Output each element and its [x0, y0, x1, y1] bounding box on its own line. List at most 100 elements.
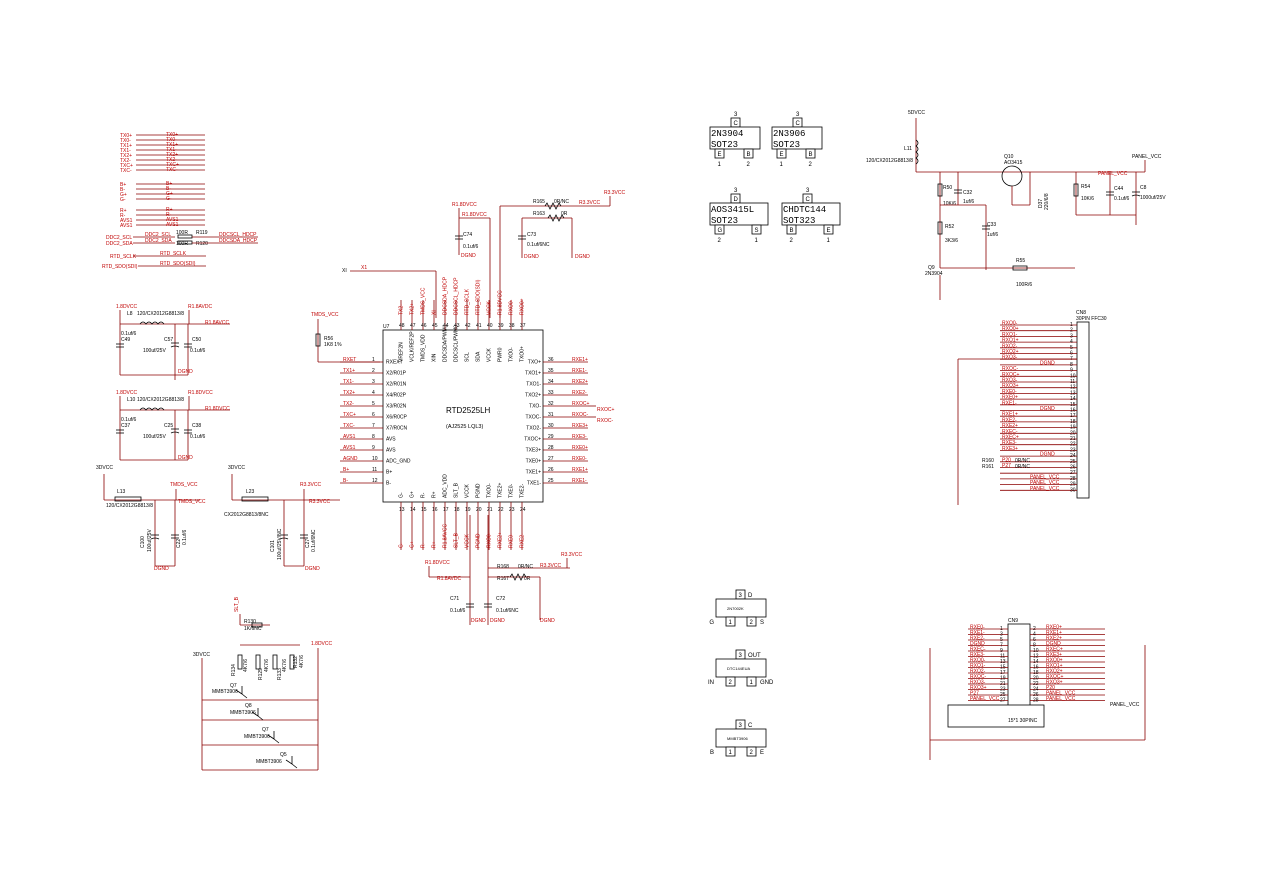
spkg-n2: 2	[750, 750, 754, 756]
ic-right-pin-net: RXE1+	[572, 357, 588, 363]
f4-out2: R3.3VCC	[309, 499, 331, 505]
cn9-right-net: RXE3+	[1046, 652, 1062, 658]
cn8-pin-net: RXOC-	[1002, 366, 1018, 372]
ic-left-pin-name: B+	[386, 470, 392, 476]
ddc-block: DDC2_SCL DDC2_SDA DDC2_SCL DDC2_SDA 100R…	[102, 230, 258, 270]
pp-q9: Q9	[928, 265, 935, 271]
ic-bottom-pin-name: TXE0-	[509, 483, 515, 498]
ic-bottom-pin-net: RXE2-	[520, 533, 526, 548]
ic-bottom-pin-name: G+	[410, 491, 416, 498]
ic-top-pin-name: VCLK/REF2P	[410, 331, 416, 362]
cn9-left-num: 13	[1000, 659, 1006, 665]
ic-top-pin-net: TMDS_VCC	[421, 287, 427, 315]
f1-src2: R1.8AVDC	[188, 304, 212, 310]
cn8-pin-net: DGND	[1040, 360, 1055, 366]
pp-r52: R52	[945, 224, 954, 230]
cn9-left-net: RXE0-	[970, 625, 985, 631]
cn8-pin-net: DGND	[1040, 406, 1055, 412]
cn8-pin-num: 30	[1070, 487, 1076, 493]
f3-c2-val: 0.1uf/6	[182, 529, 188, 545]
pkg-left-num: 2	[718, 238, 722, 244]
spkg-letter: OUT	[748, 653, 761, 659]
ic-left-pin-net: AVS1	[343, 445, 356, 451]
pkg-right-num: 2	[809, 162, 813, 168]
ic-top-pin-num: 48	[399, 323, 405, 329]
cn8-pin-num: 27	[1070, 470, 1076, 476]
filter-4: 3DVCC L23 CX2012G8813/8NC R3.3VCC R3.3VC…	[224, 465, 340, 572]
cn9-right-num: 18	[1033, 670, 1039, 676]
ic-right-pin-name: TXE3+	[526, 448, 542, 454]
ic-left-pin-name: X4/R02P	[386, 393, 407, 399]
c74: C74	[463, 232, 472, 238]
cn8-pin-net: P20	[1002, 457, 1011, 463]
cn8-pin-net: RXE1+	[1002, 412, 1018, 418]
net-right-label: TX0+	[166, 132, 178, 138]
f4-c2: C27	[305, 539, 311, 548]
net-left-label: R-	[120, 213, 126, 219]
ic-left-pin-num: 2	[372, 368, 375, 374]
ddc-right-2: DDCSDA_HDCP	[219, 238, 258, 244]
rtd-sdo-right: RTD_SDO(SDI)	[160, 261, 196, 267]
cn8-pin-num: 13	[1070, 390, 1076, 396]
pkg-pin3: 3	[734, 188, 738, 194]
cn9-right-num: 20	[1033, 676, 1039, 682]
ddc-r120-val: 100R	[176, 241, 188, 247]
ic-bottom-pin-net: PGND	[476, 533, 482, 548]
cn9-left-net: RXO0-	[970, 658, 986, 664]
cn8-pin-num: 8	[1070, 362, 1073, 368]
net-left-label: TX1+	[120, 143, 132, 149]
r168: R168	[497, 564, 509, 570]
ic-right-pin-name: TXO1+	[525, 371, 541, 377]
bl-q3: Q7	[262, 727, 269, 733]
cn8-pin-net: RXE1-	[1002, 400, 1017, 406]
ic-name: RTD2525LH	[446, 406, 491, 415]
r163: R163	[533, 211, 545, 217]
net-right-label: G+	[166, 191, 173, 197]
f2-c2-val: 100uf/25V	[143, 434, 166, 440]
ic-top-pin-name: DDCSCL/PWM0	[454, 325, 460, 362]
r130-val: 1K/6NC	[244, 626, 262, 632]
cn8-pin-num: 15	[1070, 402, 1076, 408]
ic-bottom-pin-net: RXE2+	[498, 532, 504, 548]
cn8-pin-net: RXO0+	[1002, 326, 1019, 332]
cn9-right-num: 10	[1033, 648, 1039, 654]
ic-top-pin-name: VCCK	[487, 347, 493, 362]
ic-top-pin-num: 47	[410, 323, 416, 329]
ic-left-pin-net: B-	[343, 478, 348, 484]
spkg-right: GND	[760, 680, 774, 686]
cn9-ref: CN9	[1008, 618, 1018, 624]
ic-bottom-pin-num: 16	[432, 507, 438, 513]
ddc-left-2: DDC2_SDA	[106, 241, 133, 247]
bl-r3: R133	[277, 668, 283, 680]
ic-bottom-pin-name: R+	[432, 491, 438, 498]
cn9-left-net: RXO3-	[970, 680, 986, 686]
ddc-r119: R119	[196, 230, 208, 236]
cn8-pin-net: RXE3+	[1002, 446, 1018, 452]
ic-left-pin-num: 5	[372, 401, 375, 407]
ic-top-pin-net: DDCSCL_HDCP	[454, 277, 460, 315]
f4-c1-val: 100uf/25V/NC	[277, 528, 283, 560]
pp-r50: R50	[943, 185, 952, 191]
pkg-letter: D	[734, 197, 739, 203]
ic-bottom-pin-name: G-	[399, 492, 405, 498]
bl-r2-val: 4K7/6	[264, 659, 270, 672]
bl-src-left: 3DVCC	[193, 652, 210, 658]
c71-val: 0.1uf/6	[450, 608, 466, 614]
ic-bottom-pin-net: SLT_B	[454, 532, 460, 548]
net-left-label: TX1-	[120, 148, 131, 154]
pkg-right-num: 2	[747, 162, 751, 168]
ic-right-pin-num: 25	[548, 478, 554, 484]
spkg-n1: 1	[729, 750, 733, 756]
cn8-pin-num: 1	[1070, 322, 1073, 328]
f4-c1: C101	[270, 540, 276, 552]
spkg-label: DTC144EUA	[727, 666, 750, 671]
cn8-pin-net: RXE2-	[1002, 417, 1017, 423]
gnd-bot1: DGND	[471, 618, 486, 624]
f1-c3-val: 0.1uf/6	[190, 348, 206, 354]
pp-c8-val: 1000uf/25V	[1140, 195, 1166, 201]
bl-q2-val: MMBT3906	[230, 710, 256, 716]
cn9-out: PANEL_VCC	[1110, 702, 1140, 708]
cn8-pin-num: 11	[1070, 379, 1075, 385]
f2-ind-val: 120/CX2012G8813/8	[137, 397, 184, 403]
